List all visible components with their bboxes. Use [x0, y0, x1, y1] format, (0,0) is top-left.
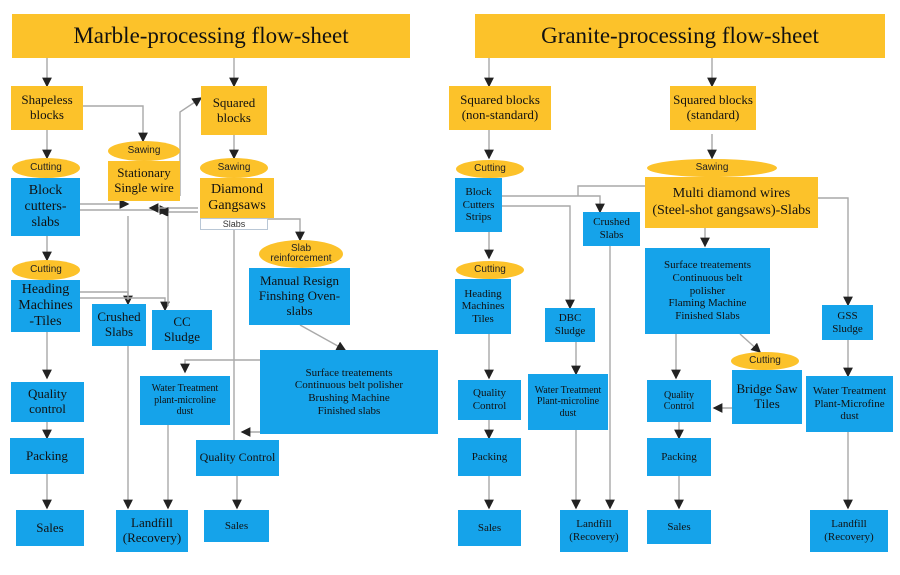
cutting-oval: Cutting: [12, 158, 80, 178]
squared-blocks-nonstandard-node: Squared blocks (non-standard): [449, 86, 551, 130]
quality-control-node: Quality Control: [647, 380, 711, 422]
bridge-saw-tiles-node: Bridge Saw Tiles: [732, 370, 802, 424]
cutting-oval: Cutting: [731, 352, 799, 370]
block-cutters-strips-node: Block Cutters Strips: [455, 178, 502, 232]
connector: [739, 333, 762, 353]
connector: [299, 324, 347, 351]
packing-node: Packing: [647, 438, 711, 476]
surface-treatments-node: Surface treatements Continuous belt poli…: [645, 248, 770, 334]
sales-node: Sales: [16, 510, 84, 546]
sales-node: Sales: [204, 510, 269, 542]
crushed-slabs-node: Crushed Slabs: [583, 212, 640, 246]
water-treatment-node: Water Treatment Plant-Microfine dust: [806, 376, 893, 432]
slab-reinforcement-oval: Slab reinforcement: [259, 240, 343, 268]
landfill-node: Landfill (Recovery): [116, 510, 188, 552]
landfill-node: Landfill (Recovery): [810, 510, 888, 552]
granite-title: Granite-processing flow-sheet: [475, 14, 885, 58]
sales-node: Sales: [647, 510, 711, 544]
connector: [502, 195, 605, 214]
cutting-oval: Cutting: [456, 160, 524, 178]
water-treatment-node: Water Treatment plant-microline dust: [140, 376, 230, 425]
manual-resign-node: Manual Resign Finshing Oven- slabs: [249, 268, 350, 325]
sales-node: Sales: [458, 510, 521, 546]
crushed-slabs-node: Crushed Slabs: [92, 304, 146, 346]
surface-treatments-node: Surface treatements Continuous belt poli…: [260, 350, 438, 434]
sawing-oval: Sawing: [647, 159, 777, 177]
packing-node: Packing: [10, 438, 84, 474]
connector: [577, 185, 645, 196]
cc-sludge-node: CC Sludge: [152, 310, 212, 350]
connector: [502, 205, 575, 310]
packing-node: Packing: [458, 438, 521, 476]
slabs-tag: Slabs: [200, 218, 268, 230]
cutting-oval: Cutting: [12, 260, 80, 280]
heading-machines-tiles-node: Heading Machines -Tiles: [11, 280, 80, 332]
water-treatment-node: Water Treatment Plant-microline dust: [528, 374, 608, 430]
stationary-single-wire-node: Stationary Single wire: [108, 161, 180, 201]
connector: [179, 97, 203, 196]
dbc-sludge-node: DBC Sludge: [545, 308, 595, 342]
connector: [80, 297, 170, 312]
quality-control-node: Quality control: [11, 382, 84, 422]
quality-control-node: Quality Control: [458, 380, 521, 420]
diamond-gangsaws-node: Diamond Gangsaws: [200, 178, 274, 218]
connector: [268, 218, 305, 242]
block-cutters-slabs-node: Block cutters- slabs: [11, 178, 80, 236]
cutting-oval: Cutting: [456, 261, 524, 279]
heading-machines-tiles-node: Heading Machines Tiles: [455, 279, 511, 334]
shapeless-blocks-node: Shapeless blocks: [11, 86, 83, 130]
gss-sludge-node: GSS Sludge: [822, 305, 873, 340]
multi-diamond-wires-node: Multi diamond wires (Steel-shot gangsaws…: [645, 177, 818, 228]
squared-blocks-standard-node: Squared blocks (standard): [670, 86, 756, 130]
connector: [818, 197, 853, 307]
landfill-node: Landfill (Recovery): [560, 510, 628, 552]
connector: [180, 359, 260, 374]
connector: [83, 105, 148, 143]
quality-control-node: Quality Control: [196, 440, 279, 476]
marble-title: Marble-processing flow-sheet: [12, 14, 410, 58]
sawing-oval: Sawing: [200, 158, 268, 178]
squared-blocks-node: Squared blocks: [201, 86, 267, 135]
sawing-oval: Sawing: [108, 141, 180, 161]
